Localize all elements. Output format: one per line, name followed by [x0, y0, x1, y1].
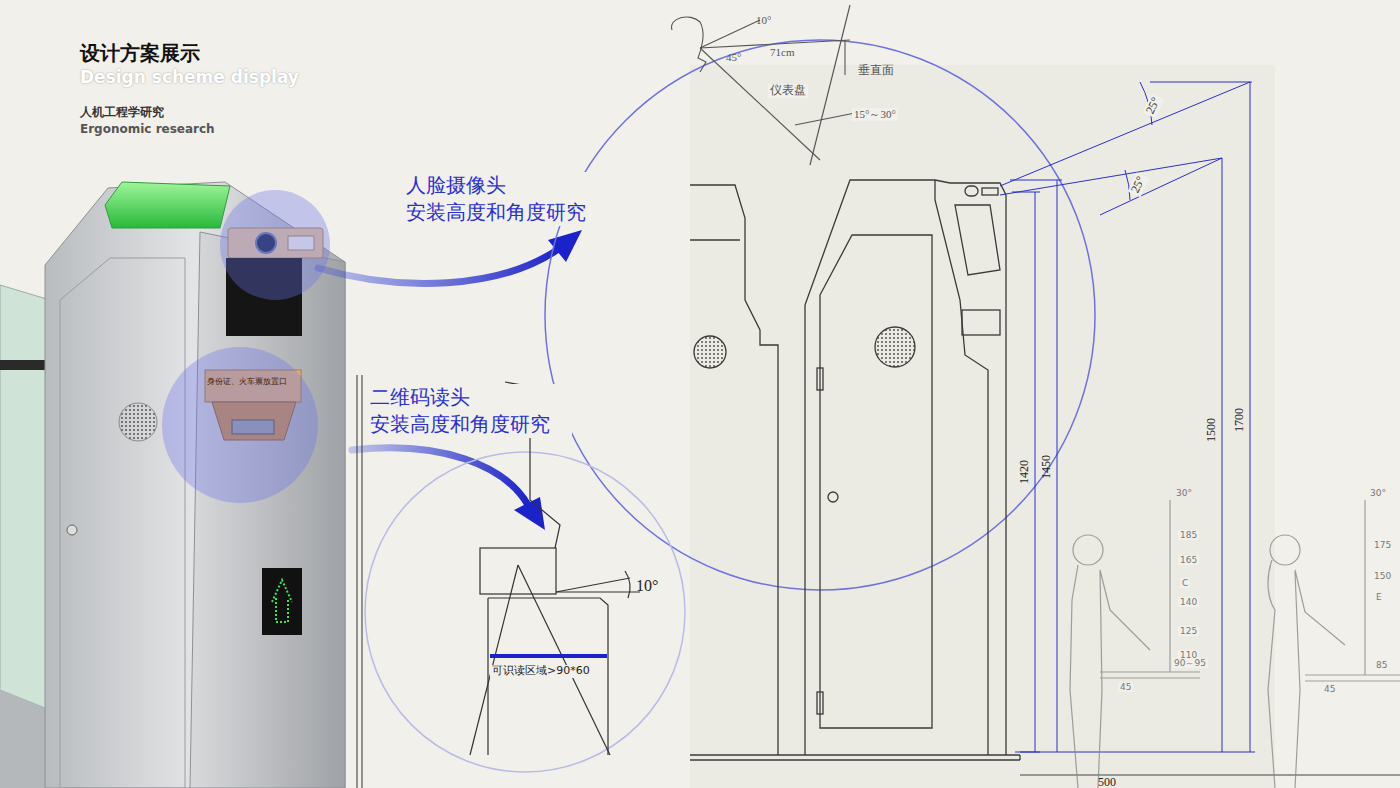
figure-number: 90～95: [1172, 658, 1208, 668]
sketch-note: 45°: [726, 51, 741, 64]
section-subtitle: Ergonomic research: [80, 123, 215, 137]
sketch-note: 71cm: [768, 46, 796, 59]
dimension: 1450: [1040, 455, 1054, 479]
figure-number: 30°: [1176, 488, 1192, 498]
dimension: 1700: [1233, 408, 1247, 432]
device-sign: 身份证、火车票放置口: [207, 377, 287, 386]
figure-number: 140: [1178, 597, 1199, 607]
area-label: 可识读区域>90*60: [490, 665, 592, 678]
sketch-note: 仪表盘: [768, 84, 808, 98]
dimension: 1420: [1018, 460, 1032, 484]
callout-text: 二维码读头 安装高度和角度研究: [368, 384, 572, 438]
callout-text: 人脸摄像头 安装高度和角度研究: [404, 172, 608, 226]
section-title: 人机工程学研究: [80, 106, 164, 120]
angle-label: 10°: [636, 577, 658, 595]
figure-number: 30°: [1370, 488, 1386, 498]
sketch-note: 15°～30°: [852, 108, 898, 121]
figure-number: 45: [1118, 682, 1133, 692]
figure-number: E: [1374, 592, 1384, 602]
figure-number: 185: [1178, 530, 1199, 540]
figure-number: C: [1180, 578, 1190, 588]
dimension: 1500: [1205, 418, 1219, 442]
page-title: 设计方案展示: [80, 42, 200, 65]
subtitle: Design scheme display: [80, 68, 299, 88]
sketch-note: 10°: [756, 14, 771, 27]
dimension: 500: [1098, 776, 1116, 788]
sketch-note: 垂直面: [858, 64, 894, 78]
figure-number: 150: [1372, 571, 1393, 581]
figure-number: 85: [1374, 660, 1389, 670]
figure-number: 165: [1178, 555, 1199, 565]
figure-number: 175: [1372, 540, 1393, 550]
figure-number: 45: [1322, 684, 1337, 694]
figure-number: 125: [1178, 626, 1199, 636]
